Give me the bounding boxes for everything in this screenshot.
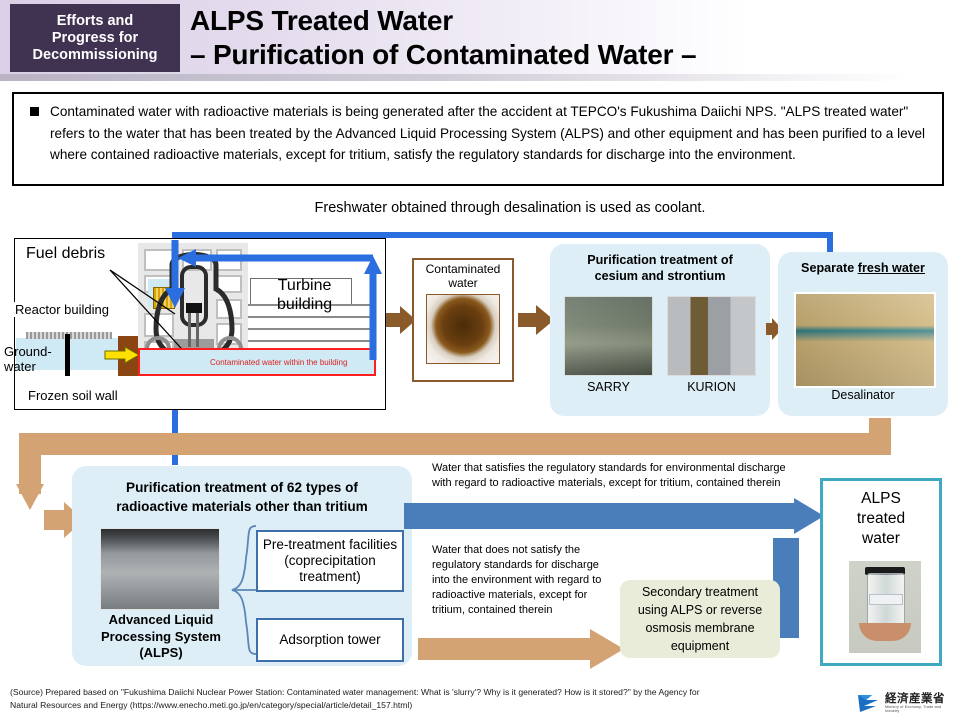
arrow-to-secondary-treatment [418,629,624,669]
cesium-panel-title-l2: cesium and strontium [594,268,726,283]
meti-logo: 経済産業省 Ministry of Economy, Trade and Ind… [856,690,956,716]
alps-caption-l1: Advanced Liquid [108,612,214,627]
badge-line-3: Decommissioning [32,46,158,63]
alps-photo-caption: Advanced Liquid Processing System (ALPS) [78,612,244,662]
label-turbine-building-l2: building [277,296,333,313]
pre-treatment-facilities-box: Pre-treatment facilities (coprecipitatio… [256,530,404,592]
sarry-photo [564,296,653,376]
jar-label [869,594,903,605]
slide-header: Efforts and Progress for Decommissioning… [0,0,960,78]
arrow-desalinator-to-alps [16,418,891,510]
freshwater-title-prefix: Separate [801,261,858,275]
freshwater-title-underlined: fresh water [857,261,925,275]
contaminated-water-label-l2: water [448,275,478,290]
meti-mark-icon [858,695,878,712]
secondary-treatment-box: Secondary treatment using ALPS or revers… [620,580,780,658]
summary-box: Contaminated water with radioactive mate… [12,92,944,186]
label-frozen-soil-wall: Frozen soil wall [28,388,118,403]
alps-treated-water-l1: ALPS [861,490,901,507]
adsorption-tower-label: Adsorption tower [279,632,381,647]
desalinator-caption: Desalinator [831,388,895,402]
source-note: (Source) Prepared based on "Fukushima Da… [10,686,830,711]
freshwater-panel: Separate fresh water Desalinator [778,252,948,416]
alps-treated-water-l2: treated [856,510,906,527]
header-badge: Efforts and Progress for Decommissioning [10,4,180,72]
alps-treated-water-l3: water [862,530,900,547]
page-title: ALPS Treated Water – Purification of Con… [190,0,950,76]
coolant-internal-arrows [165,240,382,360]
label-groundwater: Ground- water [4,344,52,374]
alps-facility-photo [100,528,220,610]
contaminated-water-strip [138,348,376,376]
label-water-satisfies-standards: Water that satisfies the regulatory stan… [432,462,786,489]
arrow-cesium-to-desalinator [766,318,782,340]
contaminated-water-photo [426,294,500,364]
alps-panel-title-l1: Purification treatment of 62 types of [126,480,358,495]
treated-water-jar-photo [849,561,921,653]
kurion-photo [667,296,756,376]
coolant-caption: Freshwater obtained through desalination… [314,200,706,216]
header-divider [0,74,960,81]
sarry-caption: SARRY [587,380,630,394]
turbine-building-floors [248,304,370,364]
contaminated-water-card: Contaminated water [412,258,514,382]
groundwater-inflow-arrow-icon [104,346,141,364]
meti-logo-jp: 経済産業省 [885,693,945,705]
kurion-caption: KURION [687,380,736,394]
alps-caption-l2: Processing System [101,628,221,644]
arrow-secondary-return-to-treated-water [773,538,799,638]
cesium-panel-title: Purification treatment of cesium and str… [550,244,770,284]
label-turbine-building: Turbine building [277,276,332,314]
cesium-panel-photos [564,296,756,376]
alps-treated-water-card: ALPS treated water [820,478,942,666]
bullet-square-icon [30,107,39,116]
source-note-line-1: (Source) Prepared based on "Fukushima Da… [10,687,700,697]
page-title-line-1: ALPS Treated Water [190,5,453,36]
jar-lid [865,567,905,575]
arrow-to-alps-treated-water [404,498,824,534]
page-title-line-2: – Purification of Contaminated Water – [190,39,697,70]
contaminated-water-label-l1: Contaminated [425,262,501,276]
hand-holding-jar [859,623,911,641]
label-groundwater-l1: Ground- [4,344,52,359]
label-groundwater-l2: water [4,359,36,374]
cesium-strontium-panel: Purification treatment of cesium and str… [550,244,770,416]
secondary-treatment-label: Secondary treatment using ALPS or revers… [637,585,763,653]
arrow-plant-to-contaminated [386,306,416,334]
alps-caption-l3: (ALPS) [139,645,183,660]
badge-line-2: Progress for [51,29,139,46]
contaminated-water-label: Contaminated water [426,260,501,290]
cesium-panel-title-l1: Purification treatment of [587,253,733,267]
turbine-building-outline [250,278,352,305]
alps-panel-title-l2: radioactive materials other than tritium [116,499,368,514]
desalinator-photo [794,292,936,388]
label-water-not-satisfies-standards: Water that does not satisfy the regulato… [432,544,602,616]
summary-text: Contaminated water with radioactive mate… [50,104,926,162]
arrow-contaminated-to-cesium [518,305,554,335]
meti-logo-en: Ministry of Economy, Trade and Industry [885,705,942,713]
label-turbine-building-l1: Turbine [277,277,332,294]
source-note-line-2: Natural Resources and Energy (https://ww… [10,699,413,710]
label-reactor-building: Reactor building [14,302,110,317]
label-fuel-debris: Fuel debris [24,245,108,263]
freshwater-panel-title: Separate fresh water [778,252,948,277]
alps-subitems-bracket [231,525,257,655]
alps-treated-water-title: ALPS treated water [823,481,939,549]
alps-panel-title: Purification treatment of 62 types of ra… [72,466,412,516]
badge-line-1: Efforts and [56,12,134,29]
contaminated-water-inner-label: Contaminated water within the building [210,358,348,367]
pre-treatment-facilities-label: Pre-treatment facilities (coprecipitatio… [262,537,398,584]
adsorption-tower-box: Adsorption tower [256,618,404,662]
frozen-soil-wall-bar [65,334,70,376]
